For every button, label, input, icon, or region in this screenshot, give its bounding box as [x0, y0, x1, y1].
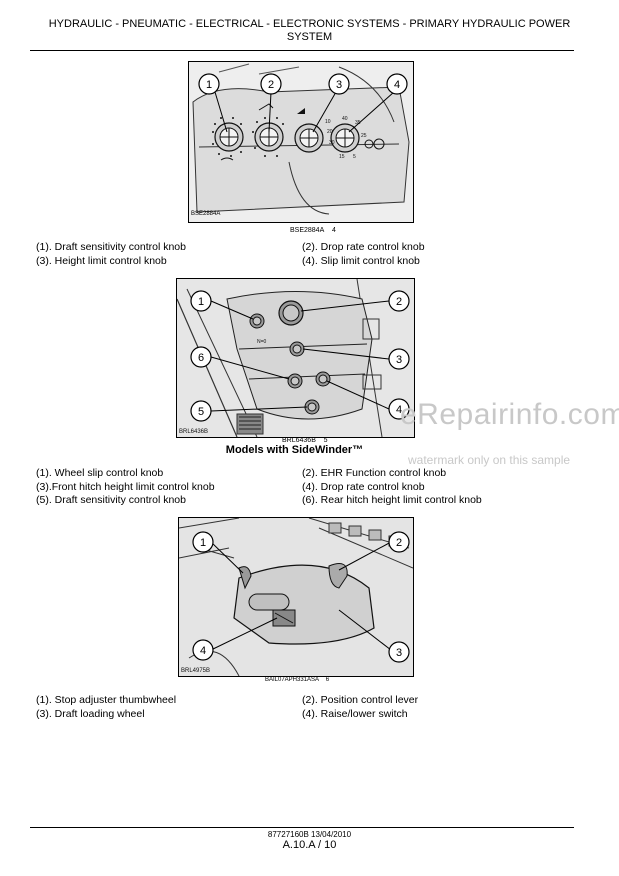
legend-item: (1). Draft sensitivity control knob — [36, 241, 186, 253]
fig1-callout-4: 4 — [386, 73, 408, 95]
fig1-scale-label: 10 — [325, 119, 331, 125]
header-rule — [30, 50, 574, 51]
svg-text:4: 4 — [394, 79, 400, 91]
figure-2-legend: (1). Wheel slip control knob (2). EHR Fu… — [36, 467, 482, 508]
fig2-knob-1 — [249, 313, 265, 329]
fig2-inner-code: BRL6436B — [179, 429, 208, 435]
figure-3-num: 6 — [325, 677, 330, 683]
fig2-panel-text: N=0 — [257, 339, 267, 345]
legend-item: (3). Draft loading wheel — [36, 707, 145, 720]
figure-2-num: 5 — [323, 437, 328, 444]
figure-1-num: 4 — [332, 227, 336, 234]
figure-1-drawing: 10 20 30 40 35 25 15 5 1 2 3 — [189, 62, 413, 222]
figure-3-drawing: 1 2 3 4 BRL4975B — [179, 518, 413, 676]
fig3-callout-3: 3 — [388, 641, 410, 663]
fig3-callout-2: 2 — [388, 531, 410, 553]
legend-item: (1). Wheel slip control knob — [36, 467, 164, 479]
fig1-knob-3 — [294, 123, 324, 153]
svg-text:5: 5 — [198, 406, 204, 418]
fig1-callout-3: 3 — [328, 73, 350, 95]
page-header: HYDRAULIC - PNEUMATIC - ELECTRICAL - ELE… — [20, 18, 599, 44]
legend-item: (5). Draft sensitivity control knob — [36, 494, 186, 506]
figure-3-code: BAIL07APH331ASA — [265, 677, 320, 683]
fig2-callout-1: 1 — [190, 290, 212, 312]
fig3-callout-4: 4 — [192, 639, 214, 661]
footer-rule — [30, 827, 574, 828]
fig1-scale-label: 40 — [342, 116, 348, 122]
svg-text:2: 2 — [396, 296, 402, 308]
figure-2-code: BRL6436B — [282, 437, 316, 444]
svg-text:1: 1 — [206, 79, 212, 91]
watermark-site: eRepairinfo.com — [400, 398, 619, 431]
fig2-knob-6 — [287, 373, 303, 389]
fig2-knob-5 — [304, 399, 320, 415]
fig2-knob-4 — [315, 371, 331, 387]
fig1-knob-4 — [330, 123, 385, 153]
fig2-callout-4: 4 — [388, 398, 410, 420]
svg-text:3: 3 — [336, 79, 342, 91]
svg-text:3: 3 — [396, 647, 402, 659]
figure-3-legend: (1). Stop adjuster thumbwheel (2). Posit… — [36, 694, 418, 721]
figure-3-image: 1 2 3 4 BRL4975B — [178, 517, 414, 677]
fig1-callout-2: 2 — [260, 73, 282, 95]
legend-item: (2). Drop rate control knob — [302, 241, 425, 253]
svg-text:4: 4 — [396, 404, 402, 416]
legend-item: (4). Raise/lower switch — [302, 707, 408, 720]
svg-text:1: 1 — [200, 537, 206, 549]
fig1-scale-label: 25 — [361, 133, 367, 139]
fig1-scale-label: 20 — [327, 129, 333, 135]
footer-page: A.10.A / 10 — [282, 839, 337, 851]
footer-doc: 87727160B 13/04/2010 — [267, 830, 352, 839]
fig1-scale-label: 30 — [329, 140, 335, 146]
svg-text:4: 4 — [200, 645, 206, 657]
legend-item: (1). Stop adjuster thumbwheel — [36, 694, 177, 706]
legend-item: (3).Front hitch height limit control kno… — [36, 480, 215, 493]
fig2-callout-5: 5 — [190, 400, 212, 422]
fig1-scale-label: 15 — [339, 154, 345, 160]
fig2-callout-6: 6 — [190, 346, 212, 368]
legend-item: (2). EHR Function control knob — [302, 467, 447, 479]
svg-text:3: 3 — [396, 354, 402, 366]
fig2-callout-3: 3 — [388, 348, 410, 370]
fig2-knob-2-large — [278, 300, 304, 326]
svg-text:6: 6 — [198, 352, 204, 364]
figure-3-number: BAIL07APH331ASA 6 — [265, 677, 329, 683]
figure-2-caption: Models with SideWinder™ — [225, 444, 364, 456]
header-title-line1: HYDRAULIC - PNEUMATIC - ELECTRICAL - ELE… — [48, 18, 571, 30]
fig1-callout-1: 1 — [198, 73, 220, 95]
fig1-knob-2 — [254, 122, 284, 152]
watermark-note: watermark only on this sample — [408, 453, 571, 467]
legend-item: (2). Position control lever — [302, 694, 419, 706]
fig2-callout-2: 2 — [388, 290, 410, 312]
fig1-scale-label: 5 — [353, 154, 356, 160]
fig3-inner-code: BRL4975B — [181, 668, 210, 674]
svg-text:1: 1 — [198, 296, 204, 308]
header-title-line2: SYSTEM — [286, 31, 333, 43]
figure-2-drawing: N=0 — [177, 279, 414, 437]
fig2-knob-3 — [289, 341, 305, 357]
figure-1-code: BSE2884A — [191, 211, 221, 217]
legend-item: (4). Slip limit control knob — [302, 254, 420, 267]
fig1-knob-1 — [214, 122, 244, 152]
legend-item: (6). Rear hitch height limit control kno… — [302, 494, 482, 506]
legend-item: (3). Height limit control knob — [36, 254, 167, 267]
figure-1-legend: (1). Draft sensitivity control knob (2).… — [36, 241, 425, 268]
figure-1-number: BSE2884A 4 — [290, 227, 336, 234]
figure-2-number: BRL6436B 5 — [282, 437, 328, 444]
svg-text:2: 2 — [268, 79, 274, 91]
svg-text:2: 2 — [396, 537, 402, 549]
fig1-scale-label: 35 — [355, 120, 361, 126]
figure-2-image: N=0 — [176, 278, 415, 438]
fig3-callout-1: 1 — [192, 531, 214, 553]
figure-1-code-repeat: BSE2884A — [290, 227, 325, 234]
figure-1-image: 10 20 30 40 35 25 15 5 1 2 3 — [188, 61, 414, 223]
legend-item: (4). Drop rate control knob — [302, 480, 425, 493]
